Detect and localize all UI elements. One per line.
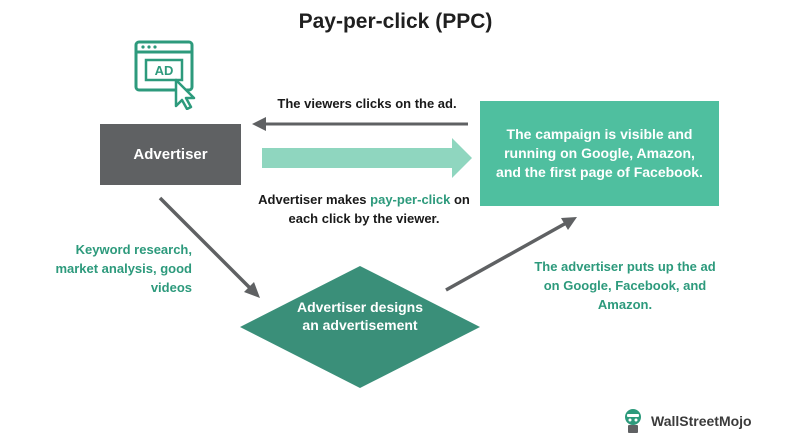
ad-icon-label: AD (155, 63, 174, 78)
design-diamond-label: Advertiser designs an advertisement (296, 299, 424, 333)
puts-up-ad-label: The advertiser puts up the ad on Google,… (534, 259, 716, 312)
advertiser-box: Advertiser (100, 124, 241, 185)
keyword-research-label: Keyword research, market analysis, good … (55, 242, 192, 295)
arrow-pay-per-click (262, 138, 472, 178)
arrow-puts-up-ad (445, 217, 577, 292)
ppc-prefix: Advertiser makes (258, 192, 371, 207)
arrow-viewer-clicks (252, 117, 468, 131)
arrow-keyword-research (158, 196, 260, 298)
ppc-accent: pay-per-click (370, 192, 451, 207)
pay-per-click-label: Advertiser makes pay-per-click on each c… (254, 190, 474, 228)
page-title: Pay-per-click (PPC) (298, 10, 493, 33)
design-diamond (240, 266, 480, 388)
ad-click-icon: AD (134, 40, 196, 110)
viewer-clicks-label: The viewers clicks on the ad. (277, 96, 457, 111)
brand-logo[interactable]: WallStreetMojo (620, 408, 752, 434)
brand-name: WallStreetMojo (651, 413, 752, 429)
logo-icon (625, 409, 641, 433)
campaign-box: The campaign is visible and running on G… (480, 101, 719, 206)
ppc-suffix: on each click by the viewer. (288, 192, 470, 226)
